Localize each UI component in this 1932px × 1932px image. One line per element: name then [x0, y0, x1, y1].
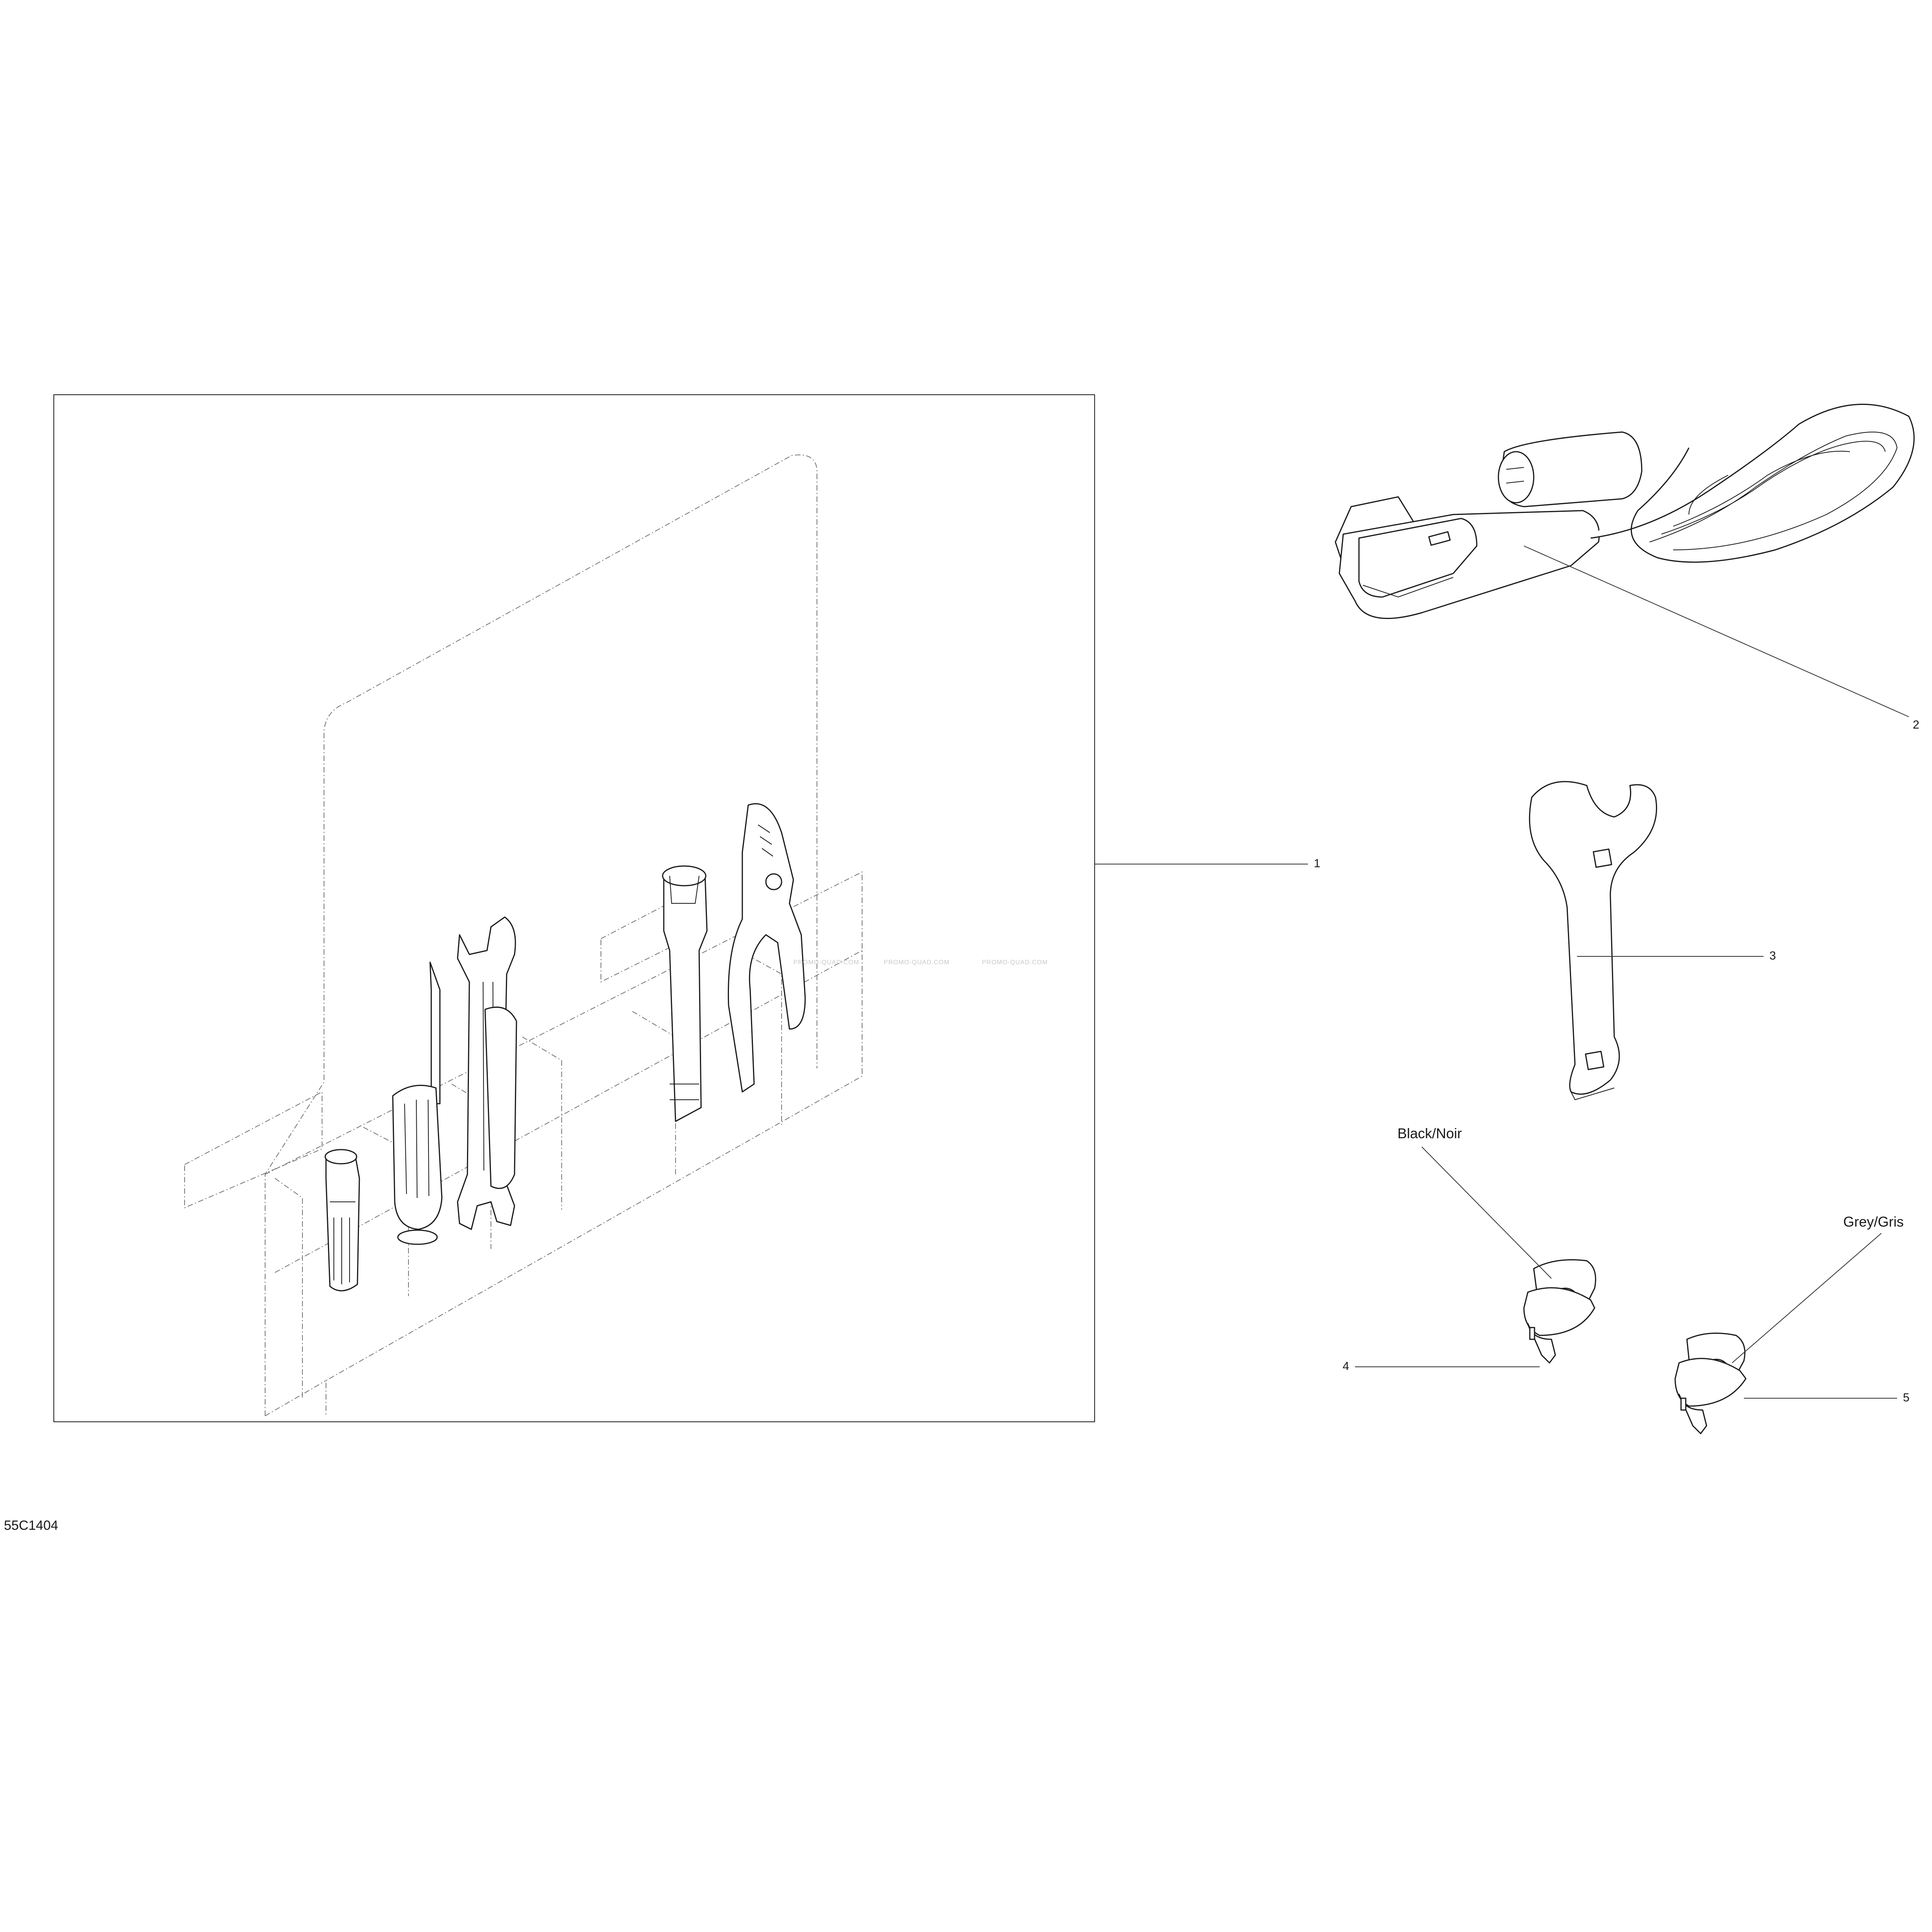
spanner-wrench-illustration — [1529, 781, 1657, 1101]
callout-5-label: 5 — [1903, 1391, 1910, 1404]
watermark-3: PROMO-QUAD.COM — [982, 959, 1048, 966]
callout-2-leader — [1524, 546, 1909, 717]
open-end-wrench-tool — [457, 916, 517, 1230]
screwdriver-tool — [392, 961, 443, 1245]
key-black-illustration — [1523, 1259, 1596, 1364]
black-color-note: Black/Noir — [1397, 1125, 1462, 1141]
black-note-leader — [1421, 1146, 1552, 1279]
drawing-code: 55C1404 — [4, 1518, 58, 1533]
watermark-1: PROMO-QUAD.COM — [793, 959, 859, 966]
grey-note-leader — [1732, 1233, 1882, 1363]
flashlight-tool — [324, 1149, 360, 1291]
grey-color-note: Grey/Gris — [1843, 1214, 1904, 1230]
callout-4-label: 4 — [1342, 1360, 1349, 1373]
pliers-tool — [727, 803, 806, 1093]
callout-3-label: 3 — [1769, 949, 1776, 962]
callout-2-label: 2 — [1913, 718, 1919, 731]
watermark-2: PROMO-QUAD.COM — [884, 959, 950, 966]
tether-cord-illustration — [1335, 403, 1915, 619]
tool-kit-frame — [53, 394, 1095, 1422]
key-grey-illustration — [1674, 1332, 1747, 1434]
socket-tube-tool — [662, 865, 708, 1122]
tool-kit-illustration: PROMO-QUAD.COM PROMO-QUAD.COM PROMO-QUAD… — [53, 394, 1095, 1422]
callout-1-label: 1 — [1314, 857, 1320, 870]
